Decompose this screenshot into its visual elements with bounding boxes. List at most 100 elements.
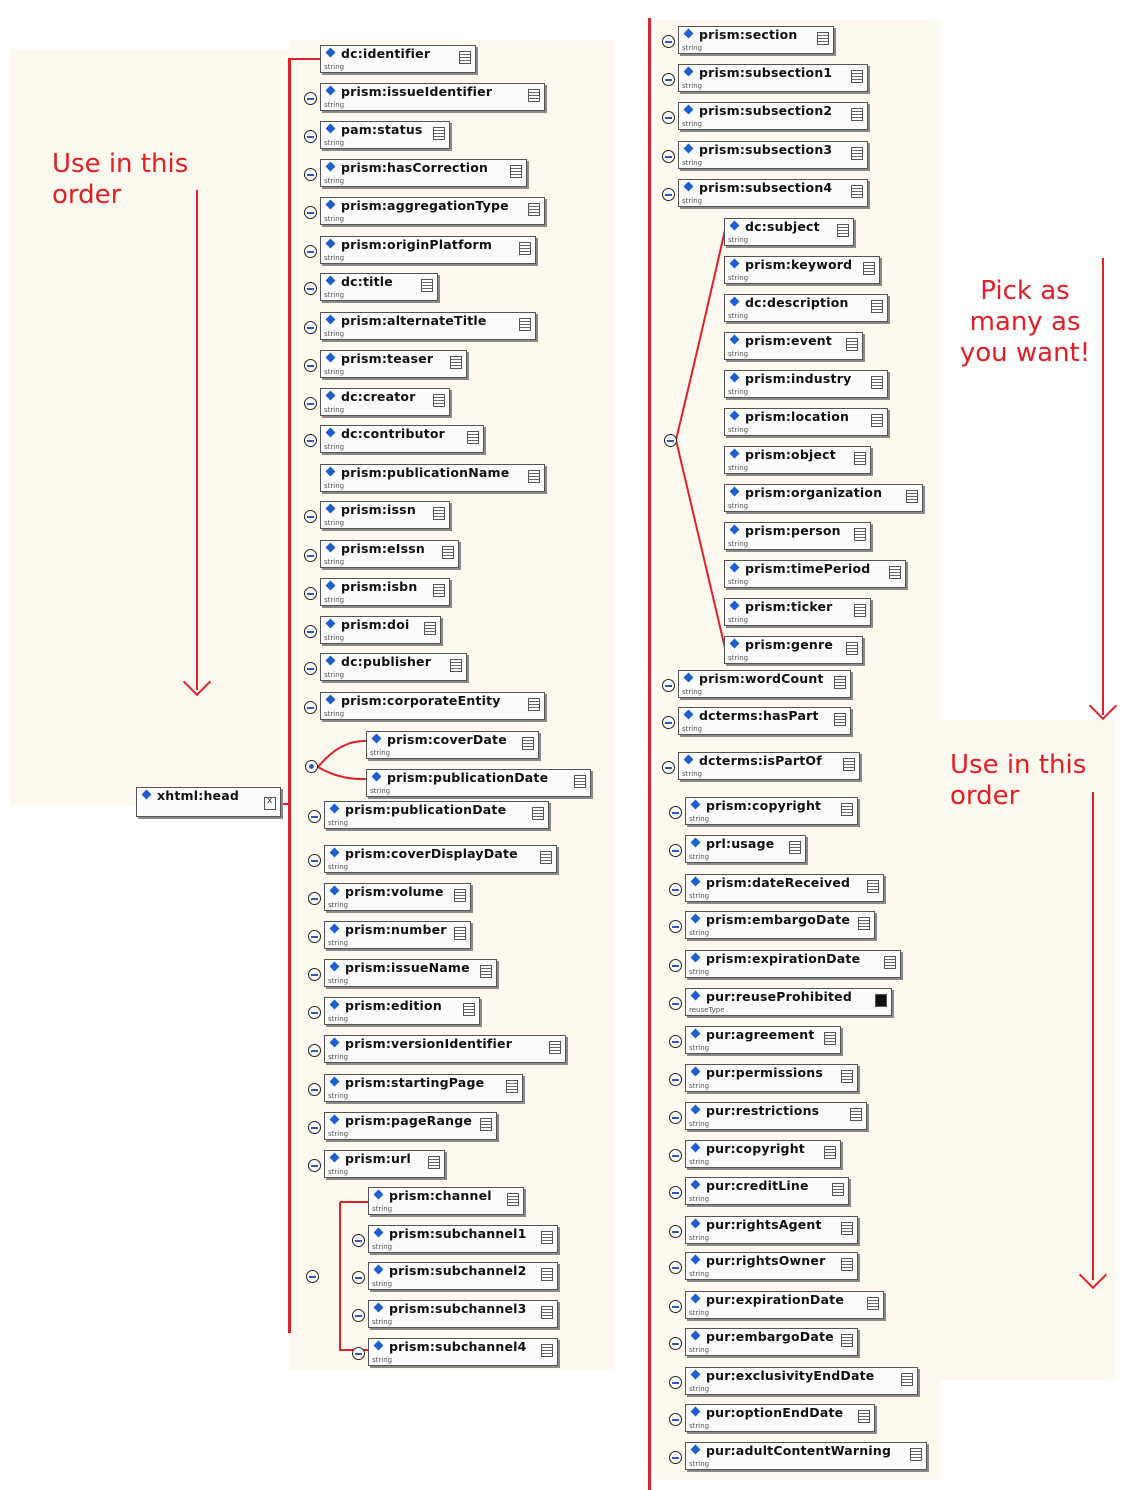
root-node[interactable]: xhtml:head (136, 787, 281, 817)
node-details-icon[interactable] (823, 1146, 836, 1159)
node-details-icon[interactable] (858, 917, 871, 930)
node-details-icon[interactable] (527, 470, 540, 483)
node-details-icon[interactable] (851, 108, 864, 121)
node-details-icon[interactable] (888, 566, 901, 579)
node-details-icon[interactable] (450, 659, 463, 672)
node-details-icon[interactable] (548, 1041, 561, 1054)
node-details-icon[interactable] (480, 965, 492, 978)
node-details-icon[interactable] (842, 758, 855, 771)
node-details-icon[interactable] (862, 262, 875, 275)
node-details-icon[interactable] (522, 737, 534, 750)
node-details-icon[interactable] (541, 1268, 554, 1281)
node-details-icon[interactable] (541, 1231, 554, 1244)
node-details-icon[interactable] (845, 338, 858, 351)
node-details-icon[interactable] (816, 32, 829, 45)
node-details-icon[interactable] (875, 994, 888, 1007)
node-details-icon[interactable] (834, 676, 846, 689)
node-details-icon[interactable] (851, 70, 864, 83)
node-details-icon[interactable] (540, 851, 553, 864)
node-details-icon[interactable] (573, 775, 586, 788)
node-details-icon[interactable] (428, 1156, 441, 1169)
node-details-icon[interactable] (823, 1032, 836, 1045)
node-details-icon[interactable] (871, 300, 884, 313)
node-details-icon[interactable] (834, 713, 846, 726)
node-details-icon[interactable] (433, 584, 445, 597)
node-details-icon[interactable] (527, 89, 540, 102)
node-details-icon[interactable] (433, 394, 445, 407)
node-details-icon[interactable] (527, 203, 540, 216)
node-details-icon[interactable] (841, 803, 853, 816)
node-details-icon[interactable] (871, 414, 884, 427)
node-details-icon[interactable] (841, 1334, 853, 1347)
node-details-icon[interactable] (845, 642, 858, 655)
node-details-icon[interactable] (841, 1258, 853, 1271)
node-details-icon[interactable] (506, 1193, 519, 1206)
node-details-icon[interactable] (849, 1108, 862, 1121)
node-details-icon[interactable] (841, 1222, 853, 1235)
node-details-icon[interactable] (871, 376, 884, 389)
node-details-icon[interactable] (541, 1306, 554, 1319)
node-details-icon[interactable] (433, 127, 445, 140)
node-details-icon[interactable] (541, 1344, 554, 1357)
node-details-icon[interactable] (467, 431, 480, 444)
node-details-icon[interactable] (854, 604, 867, 617)
node-details-icon[interactable] (454, 889, 467, 902)
node-details-icon[interactable] (505, 1080, 518, 1093)
node-details-icon[interactable] (884, 956, 896, 969)
node-details-icon[interactable] (458, 51, 471, 64)
node-details-icon[interactable] (510, 165, 523, 178)
node-details-icon[interactable] (527, 698, 540, 711)
node-details-icon[interactable] (519, 318, 531, 331)
node-details-icon[interactable] (454, 927, 467, 940)
node-details-icon[interactable] (519, 242, 531, 255)
